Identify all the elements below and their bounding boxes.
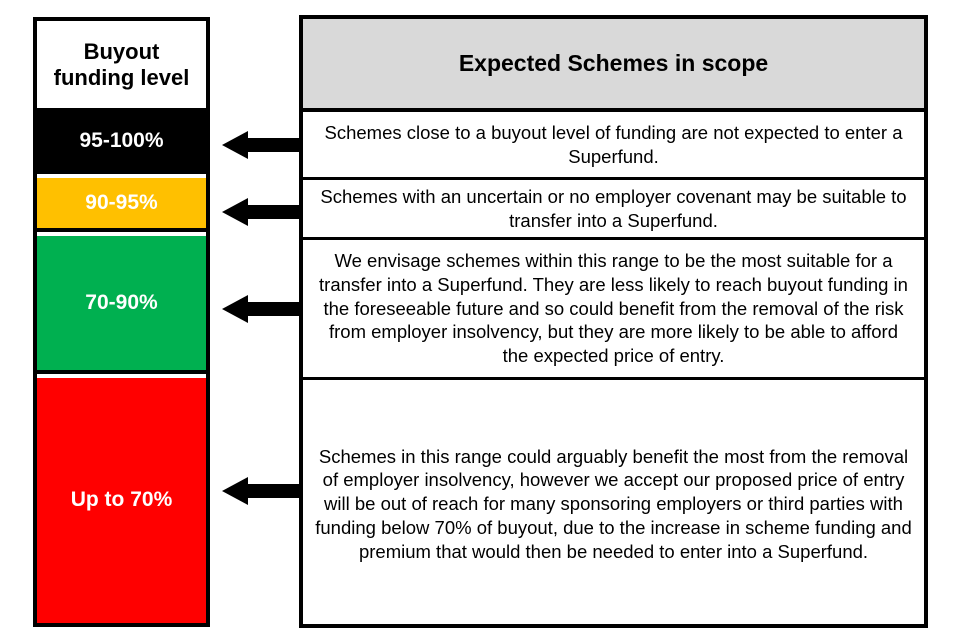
scale-header-line-1: Buyout <box>83 39 160 65</box>
scope-panel-header: Expected Schemes in scope <box>303 19 924 112</box>
band-70-90[interactable]: 70-90% <box>37 236 206 374</box>
scope-row-95-100-text: Schemes close to a buyout level of fundi… <box>324 121 903 167</box>
band-70-90-label: 70-90% <box>85 290 158 314</box>
scale-header-line-2: funding level <box>53 64 190 90</box>
band-up-to-70-label: Up to 70% <box>70 488 173 512</box>
scope-row-70-90[interactable]: We envisage schemes within this range to… <box>303 240 924 380</box>
arrow-shaft <box>244 484 300 498</box>
scale-header: Buyout funding level <box>37 21 206 112</box>
scope-row-95-100[interactable]: Schemes close to a buyout level of fundi… <box>303 112 924 180</box>
band-90-95-label: 90-95% <box>85 190 158 214</box>
scope-row-up-to-70-text: Schemes in this range could arguably ben… <box>315 445 912 562</box>
scope-row-70-90-text: We envisage schemes within this range to… <box>319 250 908 366</box>
arrow-head-left-icon <box>222 198 248 226</box>
scale-header-label: Buyout funding level <box>54 39 190 90</box>
band-95-100-label: 95-100% <box>79 128 164 152</box>
buyout-funding-scale: Buyout funding level 95-100% 90-95% 70-9… <box>33 17 210 627</box>
scope-row-up-to-70[interactable]: Schemes in this range could arguably ben… <box>303 380 924 628</box>
arrow-shaft <box>244 302 300 316</box>
scope-row-90-95-text: Schemes with an uncertain or no employer… <box>320 185 907 231</box>
expected-schemes-panel: Expected Schemes in scope Schemes close … <box>299 15 928 628</box>
arrow-shaft <box>244 138 300 152</box>
band-up-to-70[interactable]: Up to 70% <box>37 378 206 623</box>
scope-row-90-95[interactable]: Schemes with an uncertain or no employer… <box>303 180 924 240</box>
band-95-100[interactable]: 95-100% <box>37 112 206 174</box>
band-90-95[interactable]: 90-95% <box>37 178 206 232</box>
arrow-head-left-icon <box>222 295 248 323</box>
arrow-head-left-icon <box>222 477 248 505</box>
arrow-shaft <box>244 205 300 219</box>
scope-panel-title: Expected Schemes in scope <box>458 50 769 76</box>
arrow-head-left-icon <box>222 131 248 159</box>
